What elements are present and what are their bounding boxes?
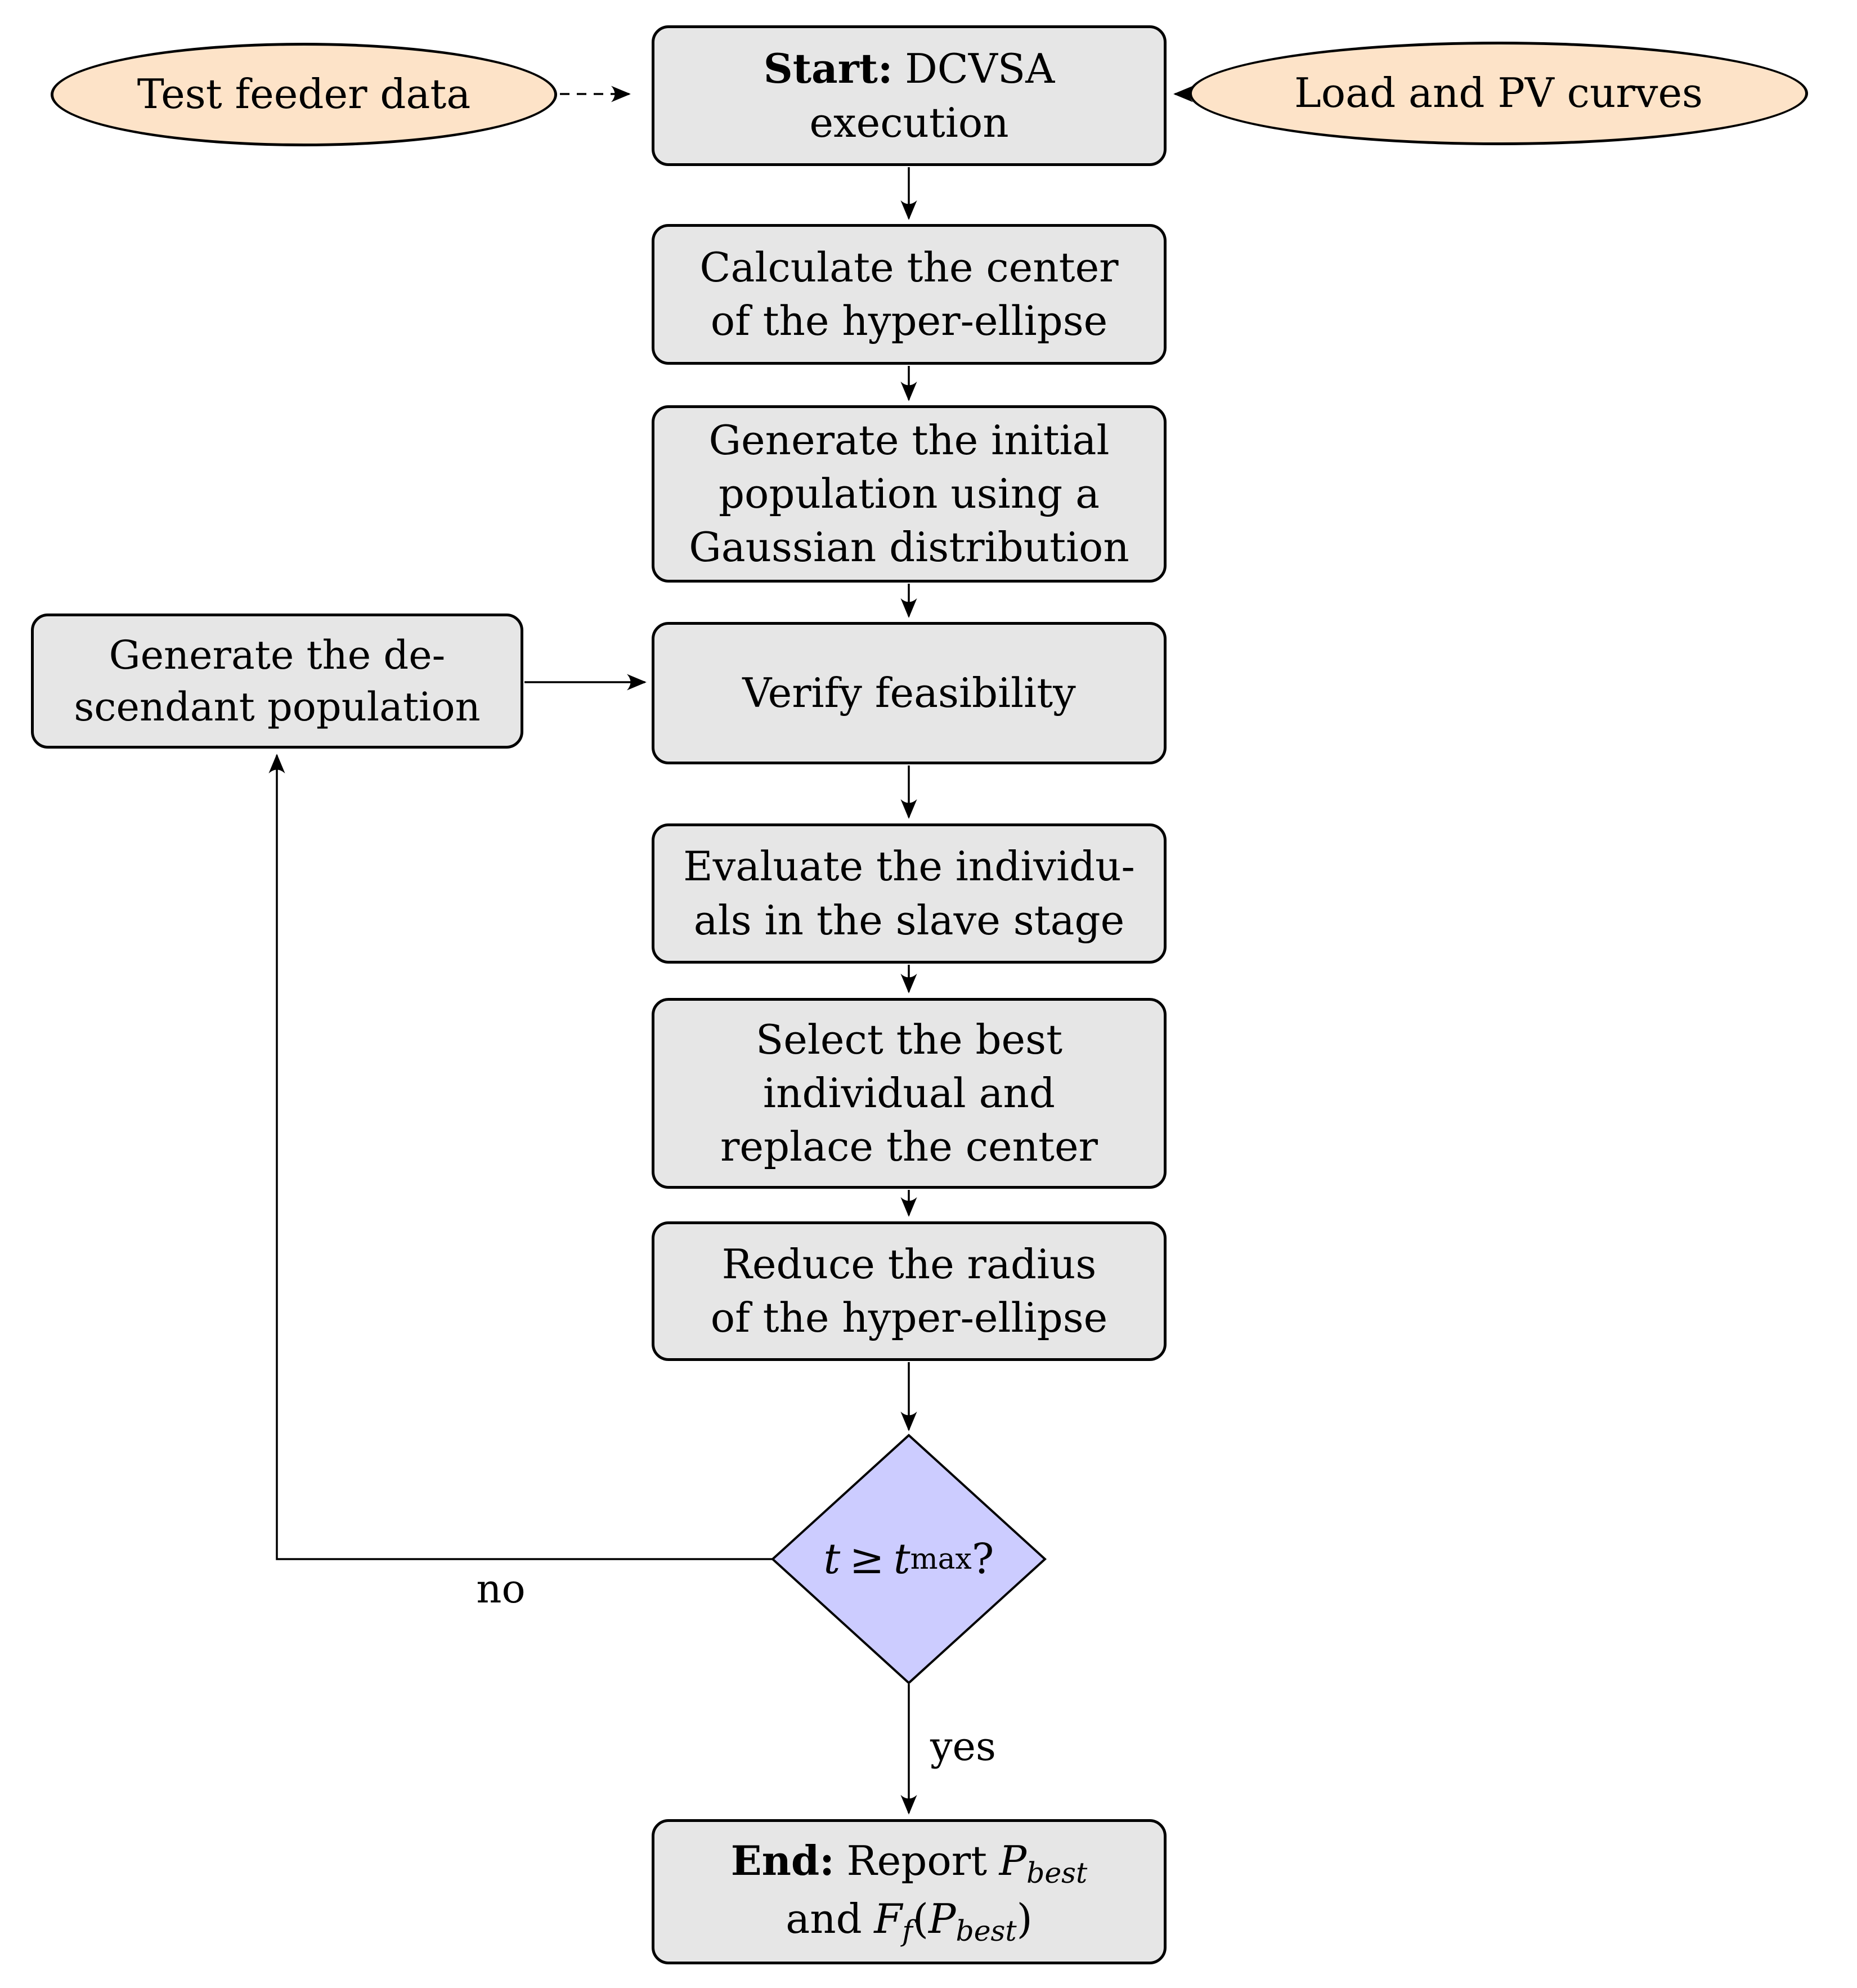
select-line2: individual and (763, 1069, 1055, 1117)
start-node: Start:DCVSA execution (652, 25, 1167, 166)
start-line2: execution (809, 98, 1009, 146)
descendant-line2: scendant population (74, 684, 481, 730)
edge-decision-no-loop (268, 754, 773, 1560)
select-line1: Select the best (755, 1015, 1063, 1063)
gen-init-line2: population using a (718, 469, 1100, 517)
decision-diamond (771, 1434, 1047, 1685)
calculate-line2: of the hyper-ellipse (710, 297, 1108, 344)
test-feeder-data-node: Test feeder data (51, 43, 557, 146)
select-line3: replace the center (720, 1123, 1098, 1171)
evaluate-line2: als in the slave stage (693, 896, 1125, 944)
generate-initial-population-node: Generate the initial population using a … (652, 405, 1167, 583)
decision-t: t (823, 1535, 841, 1583)
decision-question-mark: ? (971, 1535, 994, 1583)
descendant-line1: Generate the de- (109, 632, 446, 678)
calculate-center-node: Calculate the center of the hyper-ellips… (652, 224, 1167, 365)
yes-edge-label: yes (930, 1723, 996, 1770)
decision-t2: t (893, 1535, 910, 1583)
evaluate-individuals-node: Evaluate the individu- als in the slave … (652, 823, 1167, 964)
evaluate-line1: Evaluate the individu- (683, 843, 1135, 890)
verify-feasibility-node: Verify feasibility (652, 622, 1167, 764)
start-line1: Start:DCVSA (763, 44, 1055, 93)
test-feeder-data-label: Test feeder data (137, 70, 471, 118)
no-edge-label: no (476, 1566, 526, 1612)
select-best-individual-node: Select the best individual and replace t… (652, 998, 1167, 1189)
load-pv-curves-label: Load and PV curves (1294, 69, 1703, 117)
verify-label: Verify feasibility (742, 669, 1076, 717)
reduce-line1: Reduce the radius (721, 1240, 1097, 1288)
reduce-line2: of the hyper-ellipse (710, 1294, 1108, 1341)
calculate-line1: Calculate the center (699, 243, 1119, 291)
gen-init-line1: Generate the initial (708, 416, 1110, 464)
load-pv-curves-node: Load and PV curves (1189, 42, 1808, 145)
geq-symbol: ≥ (849, 1535, 885, 1583)
generate-descendant-population-node: Generate the de- scendant population (31, 614, 523, 749)
reduce-radius-node: Reduce the radius of the hyper-ellipse (652, 1221, 1167, 1361)
gen-init-line3: Gaussian distribution (689, 523, 1129, 571)
decision-sub-max: max (910, 1542, 972, 1576)
